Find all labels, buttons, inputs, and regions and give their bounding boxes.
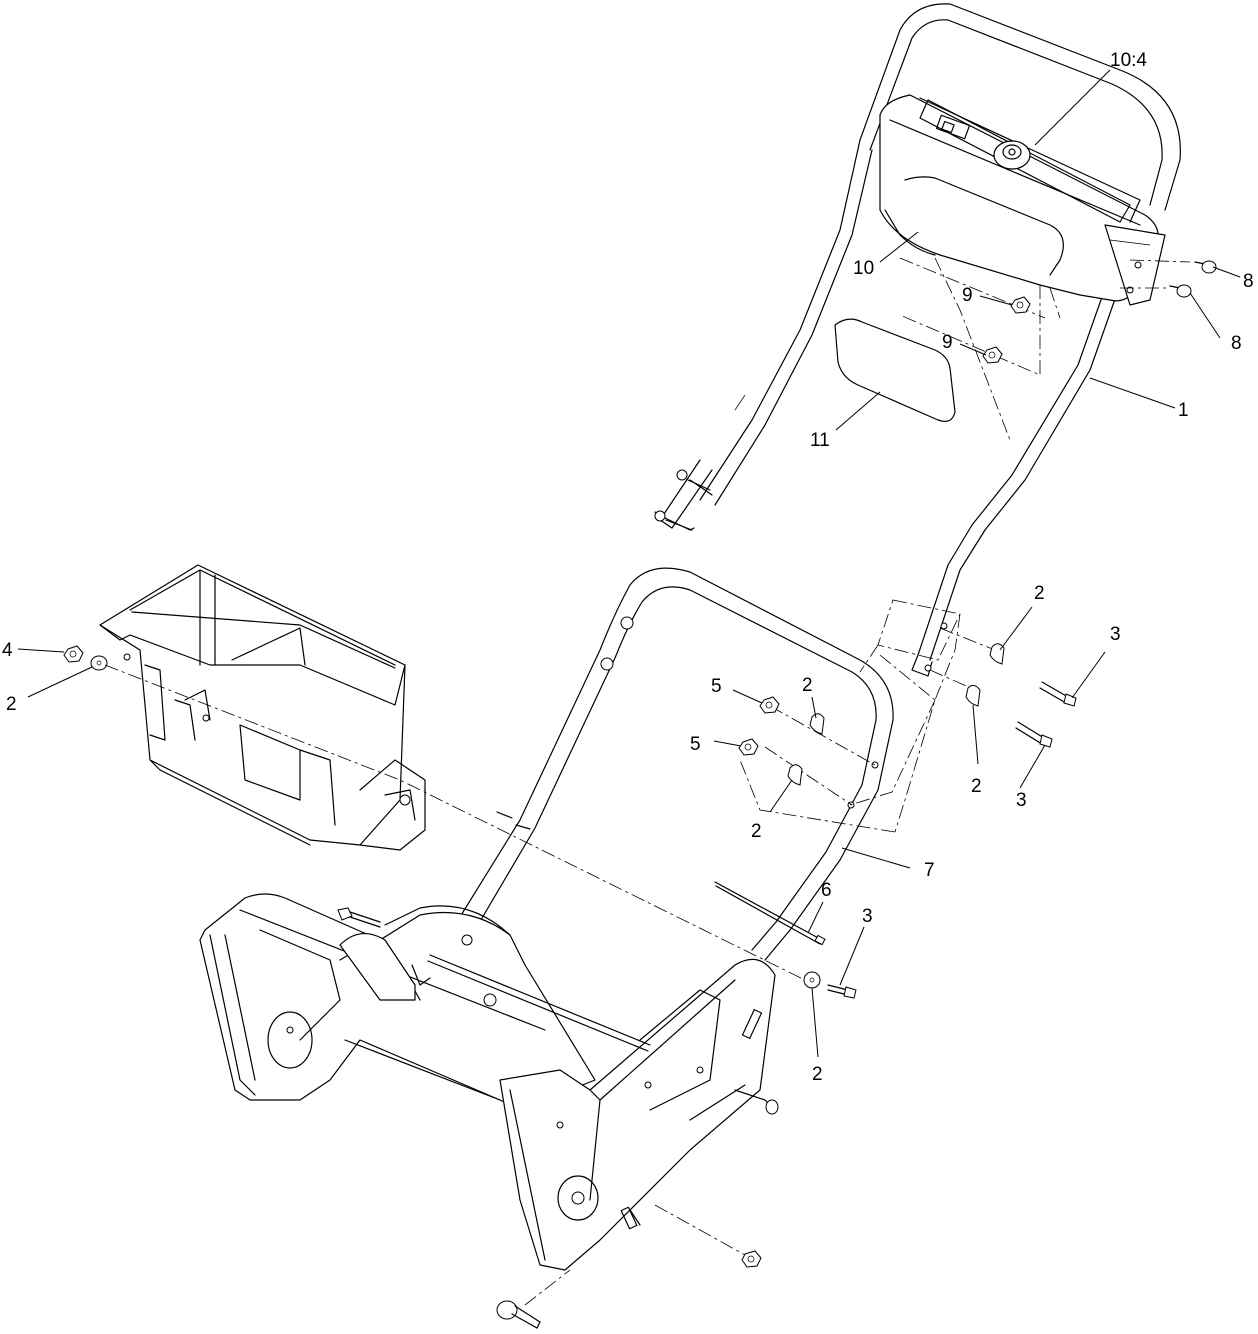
decal-11 (834, 318, 956, 422)
callout-9-upper: 9 (962, 285, 973, 306)
bottom-bolt (496, 1300, 541, 1329)
washer-2-f (803, 971, 821, 989)
nut-4 (63, 645, 84, 663)
bottom-nut (741, 1250, 762, 1268)
bolt-top-left (337, 907, 381, 928)
callout-10-4: 10:4 (1110, 50, 1147, 71)
callout-1: 1 (1178, 400, 1189, 421)
screw-8-upper (1194, 260, 1217, 274)
callout-6: 6 (821, 880, 832, 901)
chute-box (99, 564, 426, 851)
callout-3-c: 3 (862, 906, 873, 927)
callout-4: 4 (2, 640, 13, 661)
callout-5-b: 5 (690, 734, 701, 755)
control-panel (879, 94, 1166, 306)
axle-rod (427, 954, 651, 1052)
callouts: 10:4 8 8 10 9 9 11 1 2 3 4 2 5 2 5 2 2 3… (2, 50, 1254, 1085)
callout-2-c: 2 (802, 675, 813, 696)
callout-5-a: 5 (711, 676, 722, 697)
callout-2-d: 2 (751, 821, 762, 842)
callout-2-a: 2 (1034, 583, 1045, 604)
washer-2-b (965, 684, 981, 707)
nut-9-lower (982, 346, 1003, 364)
nut-5-a (759, 696, 780, 714)
screw-8-lower (1169, 284, 1192, 298)
washer-2-c (809, 713, 825, 735)
callout-9-lower: 9 (942, 332, 953, 353)
leader-lines (17, 69, 1241, 1058)
bolt-3-a (1039, 681, 1077, 707)
washer-2-e (90, 655, 108, 671)
callout-10: 10 (853, 258, 874, 279)
callout-2-f: 2 (812, 1064, 823, 1085)
bolt-3-b (1015, 721, 1053, 748)
callout-8-lower: 8 (1231, 333, 1242, 354)
callout-3-b: 3 (1016, 790, 1027, 811)
callout-7: 7 (924, 860, 935, 881)
nut-9-upper (1010, 296, 1031, 314)
callout-11: 11 (810, 430, 830, 451)
callout-2-e: 2 (971, 776, 982, 797)
auger-housing (199, 893, 779, 1271)
lower-handle (454, 567, 894, 961)
bolt-3-c (827, 984, 857, 999)
callout-8-upper: 8 (1243, 271, 1254, 292)
rod-6 (714, 881, 826, 946)
nut-5-b (738, 738, 759, 756)
upper-handle (654, 3, 1181, 677)
callout-3-a: 3 (1110, 624, 1121, 645)
callout-2-b: 2 (6, 694, 17, 715)
